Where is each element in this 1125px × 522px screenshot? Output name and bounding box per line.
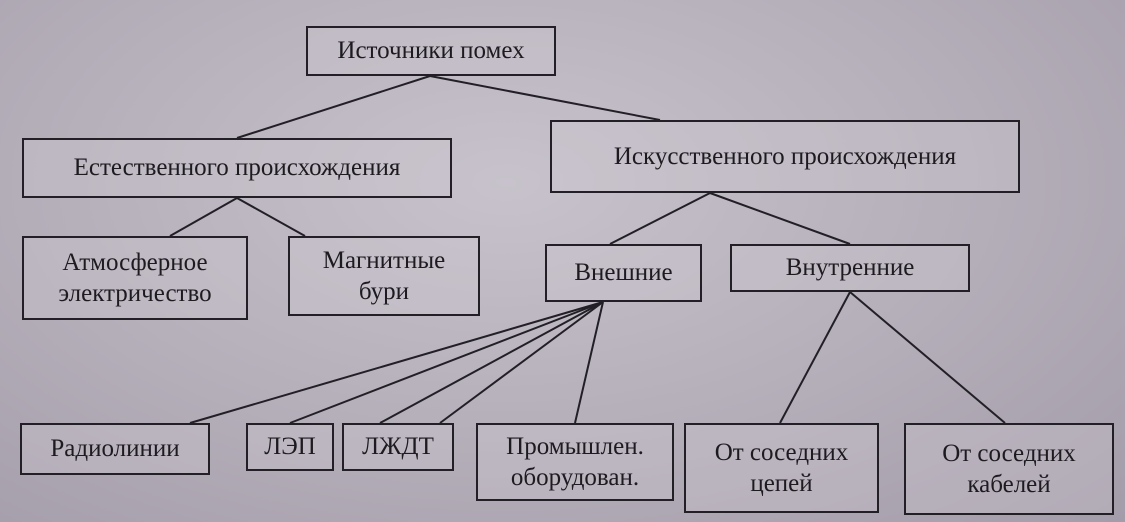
node-lep-label: ЛЭП (264, 433, 316, 461)
edge-external-lep (289, 301, 604, 424)
node-magnetic-storms-label: Магнитные бури (322, 246, 446, 305)
node-natural-origin: Естественного происхождения (22, 138, 452, 198)
node-adjacent-circuits: От соседних цепей (684, 423, 879, 513)
node-artificial-origin-label: Искусственного происхождения (613, 142, 957, 170)
edge-external-industrial (574, 301, 604, 424)
node-radio-lines-label: Радиолинии (50, 435, 180, 463)
edge-internal-adjacent-cables (849, 291, 1006, 424)
node-noise-sources: Источники помех (306, 26, 556, 76)
node-magnetic-storms: Магнитные бури (288, 236, 480, 316)
edge-artificial-internal (709, 192, 851, 245)
edge-external-lzhdt-2 (439, 301, 604, 424)
node-adjacent-cables-label: От соседних кабелей (942, 439, 1076, 498)
edge-root-natural (236, 75, 431, 139)
node-lep: ЛЭП (246, 423, 334, 471)
edge-natural-magnetic (236, 197, 306, 237)
node-noise-sources-label: Источники помех (337, 37, 525, 65)
node-external: Внешние (545, 244, 702, 302)
node-industrial-equipment: Промышлен. оборудован. (476, 423, 674, 501)
node-industrial-equipment-label: Промышлен. оборудован. (506, 432, 644, 491)
node-adjacent-cables: От соседних кабелей (904, 423, 1114, 515)
node-natural-origin-label: Естественного происхождения (73, 154, 401, 182)
edge-natural-atmospheric (169, 197, 238, 237)
node-lzhdt: ЛЖДТ (342, 423, 454, 471)
node-internal: Внутренние (730, 244, 970, 292)
edge-external-lzhdt (379, 301, 604, 424)
node-lzhdt-label: ЛЖДТ (362, 433, 434, 461)
edge-artificial-external (609, 192, 711, 245)
edge-internal-adjacent-circuits (779, 291, 851, 424)
node-radio-lines: Радиолинии (20, 423, 210, 475)
node-adjacent-circuits-label: От соседних цепей (714, 438, 849, 497)
node-atmospheric-electricity: Атмосферное электричество (22, 236, 248, 320)
node-artificial-origin: Искусственного происхождения (550, 120, 1020, 193)
edge-root-artificial (429, 75, 661, 121)
node-atmospheric-electricity-label: Атмосферное электричество (58, 248, 212, 307)
edge-external-radio (189, 301, 604, 424)
node-internal-label: Внутренние (785, 254, 915, 282)
node-external-label: Внешние (574, 259, 673, 287)
